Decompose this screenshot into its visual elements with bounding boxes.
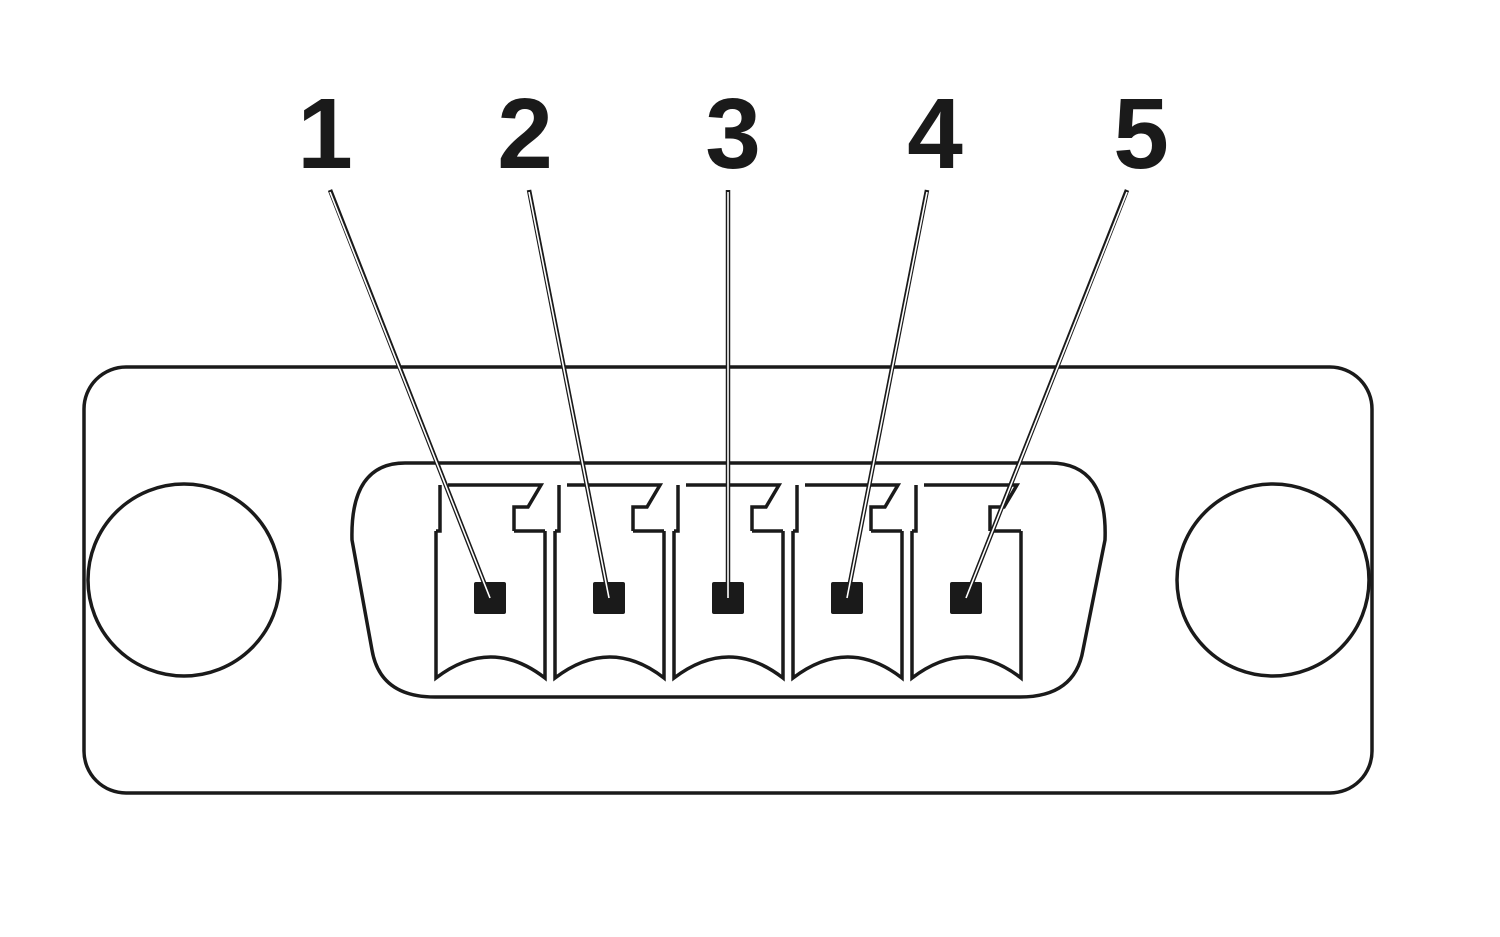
pin-label-3: 3 [705,78,761,190]
pin-label-2: 2 [497,78,553,190]
terminal-latch-4 [793,483,902,533]
terminal-block-3 [672,531,785,682]
terminal-blocks [434,483,1023,682]
leader-line-highlight-2 [528,191,610,599]
connector-shell [350,461,1107,699]
mounting-hole-left [86,482,282,678]
terminal-latch-2 [555,483,664,533]
terminal-block-5 [910,531,1023,682]
mounting-hole-right [1175,482,1371,678]
leader-line-highlight-5 [965,191,1128,599]
terminal-latch-5 [912,483,1021,533]
terminal-latch-1 [436,483,545,533]
pin-label-1: 1 [297,78,353,190]
leader-lines [327,189,1130,599]
pin-label-4: 4 [907,78,963,190]
leader-line-highlight-1 [329,191,491,599]
terminal-block-1 [434,531,547,682]
terminal-block-2 [553,531,666,682]
leader-line-highlight-4 [846,191,928,599]
pin-label-5: 5 [1113,78,1169,190]
terminal-latch-3 [674,483,783,533]
terminal-block-4 [791,531,904,682]
